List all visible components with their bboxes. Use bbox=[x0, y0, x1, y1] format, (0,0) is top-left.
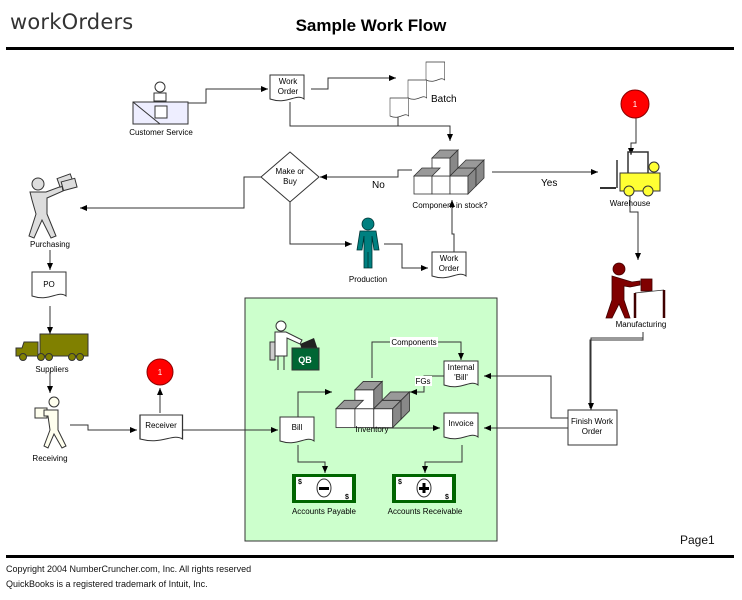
purchasing-label: Purchasing bbox=[30, 240, 70, 249]
quickbooks-operator-icon: QB bbox=[269, 320, 320, 371]
customer-service-icon bbox=[132, 81, 189, 125]
page-number: Page1 bbox=[680, 533, 715, 547]
yes-label: Yes bbox=[541, 178, 557, 189]
copyright-text: Copyright 2004 NumberCruncher.com, Inc. … bbox=[6, 564, 252, 574]
connector-1-top[interactable] bbox=[620, 89, 650, 119]
bill-label: Bill bbox=[292, 423, 303, 432]
page-title: Sample Work Flow bbox=[295, 16, 447, 35]
inventory-label: Inventory bbox=[356, 425, 389, 434]
receiver-label: Receiver bbox=[145, 421, 177, 430]
work-order-line1: Work bbox=[279, 77, 299, 86]
finish-work-order-line1: Finish Work bbox=[571, 417, 614, 426]
components-label: Components bbox=[391, 338, 436, 347]
component-in-stock-label: Component in stock? bbox=[412, 201, 488, 210]
workorders-logo: workOrders bbox=[10, 10, 134, 34]
fgs-label: FGs bbox=[415, 377, 430, 386]
connector-1-bottom[interactable] bbox=[146, 358, 174, 386]
svg-text:$: $ bbox=[298, 479, 302, 486]
svg-text:$: $ bbox=[345, 494, 349, 501]
svg-text:$: $ bbox=[445, 494, 449, 501]
accounts-payable-label: Accounts Payable bbox=[292, 507, 357, 516]
accounts-payable-icon[interactable]: $ $ bbox=[292, 474, 356, 503]
warehouse-label: Warehouse bbox=[610, 199, 651, 208]
make-or-buy-line1: Make or bbox=[276, 167, 305, 176]
connector-1-top-label: 1 bbox=[633, 100, 638, 109]
accounts-receivable-label: Accounts Receivable bbox=[388, 507, 463, 516]
qb-logo: QB bbox=[298, 355, 312, 365]
svg-text:$: $ bbox=[398, 479, 402, 486]
batch-label: Batch bbox=[431, 94, 457, 105]
manufacturing-person-icon bbox=[605, 262, 666, 319]
manufacturing-label: Manufacturing bbox=[616, 320, 667, 329]
invoice-label: Invoice bbox=[448, 419, 474, 428]
work-order-line2: Order bbox=[278, 87, 299, 96]
connector-1-bottom-label: 1 bbox=[158, 368, 163, 377]
work-order-production-line2: Order bbox=[439, 264, 460, 273]
accounts-receivable-icon[interactable]: $ $ bbox=[392, 474, 456, 503]
internal-bill-line1: Internal bbox=[448, 363, 475, 372]
receiving-label: Receiving bbox=[32, 454, 67, 463]
receiving-person-icon bbox=[34, 396, 67, 449]
work-order-production-line1: Work bbox=[440, 254, 460, 263]
purchasing-person-icon bbox=[28, 173, 78, 239]
finish-work-order-box[interactable] bbox=[567, 409, 618, 446]
batch-documents bbox=[389, 61, 446, 118]
production-person-icon bbox=[356, 217, 380, 269]
suppliers-label: Suppliers bbox=[35, 365, 68, 374]
header-rule bbox=[6, 47, 734, 50]
footer-rule bbox=[6, 555, 734, 558]
make-or-buy-line2: Buy bbox=[283, 177, 297, 186]
production-label: Production bbox=[349, 275, 387, 284]
customer-service-label: Customer Service bbox=[129, 128, 193, 137]
supplier-truck-icon bbox=[15, 333, 89, 361]
forklift-icon bbox=[600, 151, 661, 197]
no-label: No bbox=[372, 180, 385, 191]
internal-bill-line2: 'Bill' bbox=[454, 373, 468, 382]
trademark-text: QuickBooks is a registered trademark of … bbox=[6, 579, 208, 589]
finish-work-order-line2: Order bbox=[582, 427, 603, 436]
po-label: PO bbox=[43, 280, 55, 289]
make-or-buy-decision[interactable] bbox=[260, 151, 320, 203]
component-stock-icon bbox=[413, 149, 485, 195]
